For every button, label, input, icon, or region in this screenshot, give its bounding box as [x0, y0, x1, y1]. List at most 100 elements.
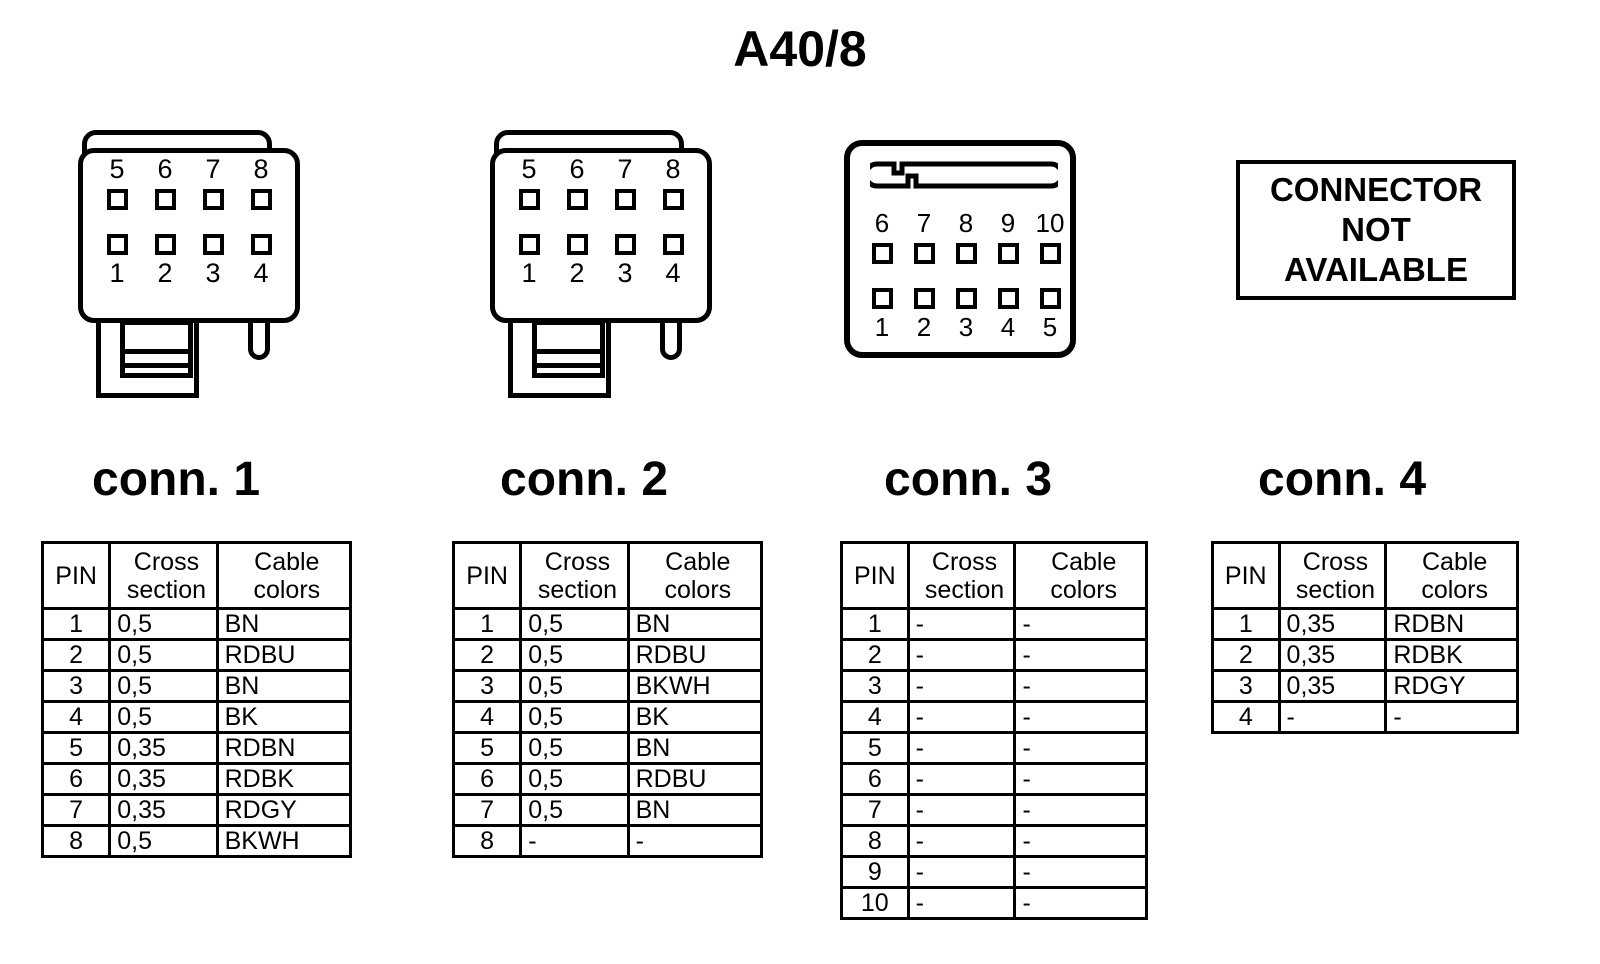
cell-cable-colors: - — [626, 824, 764, 858]
cell-pin: 5 — [840, 731, 910, 765]
pin-number: 8 — [958, 208, 974, 238]
pin-number: 7 — [205, 154, 221, 184]
pin-grid: 6 7 8 9 10 — [862, 208, 1070, 342]
cell-pin: 6 — [451, 762, 523, 796]
cell-pin: 1 — [40, 607, 112, 641]
pin-numbers-top: 6 7 8 9 10 — [862, 208, 1070, 238]
connector-2-label: conn. 2 — [500, 453, 669, 506]
connector-column-4: CONNECTOR NOT AVAILABLE — [1210, 120, 1550, 420]
cell-cross-section: 0,5 — [519, 793, 630, 827]
cell-pin: 3 — [451, 669, 523, 703]
cell-cross-section: 0,5 — [108, 638, 219, 672]
pin-numbers-bottom: 1 2 3 4 — [88, 258, 290, 288]
cell-cross-section: 0,5 — [519, 638, 630, 672]
cell-pin: 4 — [40, 700, 112, 734]
cell-cable-colors: - — [1013, 824, 1148, 858]
pin-number: 2 — [157, 258, 173, 288]
pin-socket — [250, 234, 272, 255]
cell-pin: 5 — [40, 731, 112, 765]
pin-number: 5 — [1042, 312, 1058, 342]
cell-cross-section: 0,5 — [519, 700, 630, 734]
pin-socket — [566, 189, 588, 210]
cell-pin: 4 — [840, 700, 910, 734]
pin-socket — [614, 189, 636, 210]
cell-pin: 10 — [840, 886, 910, 920]
pin-numbers-bottom: 1 2 3 4 5 — [862, 312, 1070, 342]
cell-cross-section: 0,5 — [519, 669, 630, 703]
pin-number: 4 — [1000, 312, 1016, 342]
cell-cable-colors: BN — [626, 607, 764, 641]
cell-cable-colors: BK — [626, 700, 764, 734]
pin-number: 9 — [1000, 208, 1016, 238]
pin-socket — [614, 234, 636, 255]
column-header-cable-colors: Cable colors — [1013, 541, 1148, 610]
cell-cross-section: 0,5 — [519, 607, 630, 641]
connector-4-label: conn. 4 — [1258, 453, 1427, 506]
cell-cable-colors: - — [1013, 607, 1148, 641]
connector-1-drawing: 5 6 7 8 — [40, 120, 360, 420]
cell-cable-colors: - — [1013, 700, 1148, 734]
connector-3-label: conn. 3 — [884, 453, 1053, 506]
pin-socket — [202, 189, 224, 210]
connector-column-3: 6 7 8 9 10 — [836, 120, 1156, 420]
cell-cable-colors: - — [1013, 638, 1148, 672]
pin-number: 5 — [521, 154, 537, 184]
cell-cross-section: - — [519, 824, 630, 858]
pin-numbers-top: 5 6 7 8 — [88, 154, 290, 184]
pin-number: 6 — [874, 208, 890, 238]
pin-socket — [1039, 288, 1061, 309]
table-row: 9-- — [840, 855, 1148, 889]
cell-pin: 5 — [451, 731, 523, 765]
table-row: 6-- — [840, 762, 1148, 796]
table-header-row: PIN Cross section Cable colors — [451, 541, 764, 610]
pin-number: 3 — [617, 258, 633, 288]
column-header-cable-colors: Cable colors — [626, 541, 764, 610]
pin-socket — [250, 189, 272, 210]
connector-2-drawing: 5 6 7 8 — [452, 120, 772, 420]
pin-socket — [202, 234, 224, 255]
cell-cross-section: - — [906, 669, 1017, 703]
cell-cable-colors: BN — [215, 607, 353, 641]
cell-cable-colors: BN — [626, 793, 764, 827]
cell-cross-section: - — [906, 855, 1017, 889]
cell-cable-colors: BN — [215, 669, 353, 703]
not-available-line-1: CONNECTOR — [1269, 171, 1483, 208]
table-row: 1-- — [840, 607, 1148, 641]
pin-socket — [518, 234, 540, 255]
pin-numbers-top: 5 6 7 8 — [500, 154, 702, 184]
pin-socket — [1039, 243, 1061, 264]
pin-socket — [106, 189, 128, 210]
cell-pin: 3 — [40, 669, 112, 703]
cell-cross-section: 0,5 — [108, 700, 219, 734]
cell-cross-section: - — [906, 638, 1017, 672]
connector-latch-icon — [532, 320, 605, 378]
cell-cross-section: 0,35 — [1277, 669, 1388, 703]
pin-number: 7 — [916, 208, 932, 238]
cell-cross-section: - — [906, 731, 1017, 765]
cell-cross-section: - — [906, 824, 1017, 858]
cell-pin: 1 — [1211, 607, 1281, 641]
cell-pin: 6 — [840, 762, 910, 796]
cell-cross-section: - — [906, 762, 1017, 796]
cell-cable-colors: - — [1013, 731, 1148, 765]
pin-number: 2 — [916, 312, 932, 342]
column-header-cross-section: Cross section — [108, 541, 219, 610]
pin-number: 3 — [958, 312, 974, 342]
cell-pin: 3 — [840, 669, 910, 703]
pin-grid: 5 6 7 8 — [88, 154, 290, 288]
cell-pin: 8 — [840, 824, 910, 858]
cell-pin: 7 — [451, 793, 523, 827]
cell-cross-section: 0,35 — [108, 731, 219, 765]
cell-cable-colors: BK — [215, 700, 353, 734]
pin-socket — [154, 189, 176, 210]
pin-socket — [662, 234, 684, 255]
